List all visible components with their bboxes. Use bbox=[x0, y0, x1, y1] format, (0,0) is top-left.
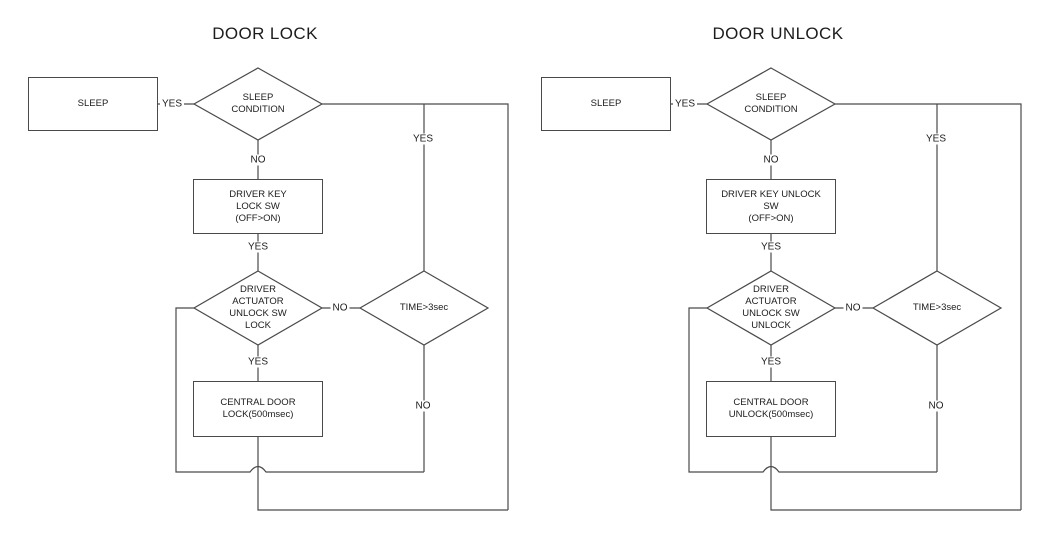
edge-label-sleep-yes: YES bbox=[159, 98, 185, 110]
central-door-node: CENTRAL DOOR LOCK(500msec) bbox=[193, 381, 323, 437]
driver-actuator-diamond-text: DRIVER ACTUATOR UNLOCK SW LOCK bbox=[229, 284, 287, 331]
chart-title: DOOR LOCK bbox=[212, 24, 318, 43]
timer-diamond bbox=[871, 270, 1003, 346]
edge-label-key-yes: YES bbox=[245, 241, 271, 253]
driver-actuator-diamond-text: DRIVER ACTUATOR UNLOCK SW UNLOCK bbox=[742, 284, 800, 331]
edge-top-right-return-line bbox=[322, 103, 509, 510]
edge-label-actuator-yes: YES bbox=[758, 356, 784, 368]
sleep-node: SLEEP bbox=[541, 77, 671, 131]
edge-inner-loop-line bbox=[175, 307, 424, 473]
edge-bottom-return-line bbox=[257, 437, 508, 511]
timer-diamond bbox=[358, 270, 490, 346]
edge-label-timer-no: NO bbox=[413, 400, 433, 412]
central-door-node: CENTRAL DOOR UNLOCK(500msec) bbox=[706, 381, 836, 437]
edge-label-sleep-yes: YES bbox=[672, 98, 698, 110]
driver-key-switch-node: DRIVER KEY LOCK SW (OFF>ON) bbox=[193, 179, 323, 234]
sleep-node: SLEEP bbox=[28, 77, 158, 131]
edge-bottom-return-line bbox=[770, 437, 1021, 511]
door-unlock-connectors bbox=[670, 67, 1022, 511]
driver-actuator-diamond bbox=[192, 270, 324, 346]
door-lock-flowchart: DOOR LOCK SLEEP SLEEP CONDITION DRIVER K… bbox=[28, 24, 509, 511]
driver-actuator-diamond bbox=[705, 270, 837, 346]
timer-diamond-text: TIME>3sec bbox=[399, 302, 449, 313]
edge-label-timer-no: NO bbox=[926, 400, 946, 412]
edge-label-key-yes: YES bbox=[758, 241, 784, 253]
edge-label-condition-no: NO bbox=[248, 154, 268, 166]
sleep-condition-diamond bbox=[705, 67, 837, 141]
driver-key-switch-node: DRIVER KEY UNLOCK SW (OFF>ON) bbox=[706, 179, 836, 234]
edge-label-actuator-no: NO bbox=[330, 302, 350, 314]
chart-title: DOOR UNLOCK bbox=[712, 24, 844, 43]
edge-label-timer-yes: YES bbox=[923, 133, 949, 145]
sleep-condition-diamond-text: SLEEP CONDITION bbox=[744, 92, 798, 115]
sleep-condition-diamond-text: SLEEP CONDITION bbox=[231, 92, 285, 115]
edge-label-actuator-yes: YES bbox=[245, 356, 271, 368]
edge-inner-loop-line bbox=[688, 307, 937, 473]
sleep-condition-diamond bbox=[192, 67, 324, 141]
edge-label-timer-yes: YES bbox=[410, 133, 436, 145]
door-lock-connectors bbox=[157, 67, 509, 511]
door-unlock-flowchart: DOOR UNLOCK SLEEP SLEEP CONDITION DRIVER… bbox=[513, 0, 1044, 535]
edge-top-right-return-line bbox=[835, 103, 1022, 510]
edge-label-actuator-no: NO bbox=[843, 302, 863, 314]
edge-label-condition-no: NO bbox=[761, 154, 781, 166]
timer-diamond-text: TIME>3sec bbox=[912, 302, 962, 313]
